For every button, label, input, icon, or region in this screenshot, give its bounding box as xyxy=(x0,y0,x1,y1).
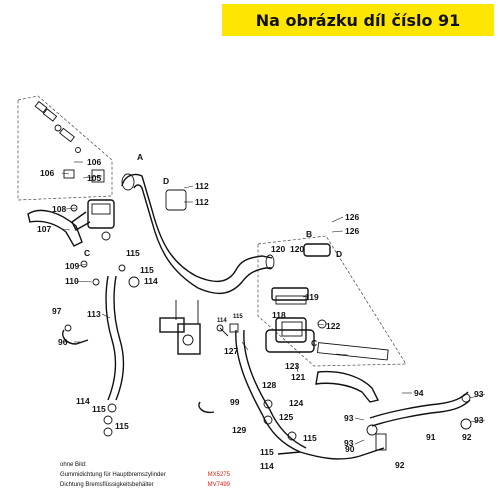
leader-lines xyxy=(61,161,486,445)
callout-letter-d: D xyxy=(336,249,342,259)
part-label-113: 113 xyxy=(87,309,101,319)
brake-lever-left xyxy=(27,209,83,247)
part-label-93: 93 xyxy=(474,389,484,399)
callout-letter-d: D xyxy=(163,176,169,186)
part-label-110: 110 xyxy=(65,276,79,286)
notes-section: ohne Bild: Gummidichtung für Hauptbremsz… xyxy=(60,460,230,490)
part-label-92: 92 xyxy=(462,432,472,442)
handlebar xyxy=(121,173,275,355)
note-row: Dichtung Bremsflüssigkeitsbehälter MV749… xyxy=(60,480,230,490)
part-label-123: 123 xyxy=(285,361,299,371)
part-label-126: 126 xyxy=(345,212,359,222)
part-label-106: 106 xyxy=(87,157,101,167)
callout-letter-b: B xyxy=(306,229,312,239)
part-label-115: 115 xyxy=(126,248,140,258)
part-label-99: 99 xyxy=(230,397,240,407)
note-text: Dichtung Bremsflüssigkeitsbehälter xyxy=(60,482,154,488)
part-label-115: 115 xyxy=(303,433,317,443)
bracket-labels: 114 115 xyxy=(217,314,243,324)
note-code: MX5275 xyxy=(207,472,230,478)
part-label-114: 114 xyxy=(76,396,90,406)
part-label-115: 115 xyxy=(92,404,106,414)
part-label-91: 91 xyxy=(426,432,436,442)
master-cylinder-left xyxy=(71,199,115,241)
clamp-parts xyxy=(62,323,239,414)
note-row: Gummidichtung für Hauptbremszylinder MX5… xyxy=(60,470,230,480)
highlighted-part-banner: Na obrázku díl číslo 91 xyxy=(222,4,494,36)
part-label-124: 124 xyxy=(289,398,303,408)
note-code: MV7499 xyxy=(207,482,230,488)
brake-hose-right xyxy=(235,329,385,460)
left-exploded-box xyxy=(17,95,115,286)
bracket-label-114: 114 xyxy=(217,318,227,324)
note-text: Gummidichtung für Hauptbremszylinder xyxy=(60,472,166,478)
reservoir-parts xyxy=(265,243,331,353)
part-label-94: 94 xyxy=(414,388,424,398)
brake-hose-91 xyxy=(366,391,472,451)
callout-letter-a: A xyxy=(137,152,143,162)
notes-heading: ohne Bild: xyxy=(60,462,87,468)
part-label-107: 107 xyxy=(37,224,51,234)
part-label-92: 92 xyxy=(395,460,405,470)
part-label-109: 109 xyxy=(65,261,79,271)
brake-hose-left xyxy=(103,264,140,437)
part-label-115: 115 xyxy=(115,421,129,431)
part-label-115: 115 xyxy=(260,447,274,457)
part-label-125: 125 xyxy=(279,412,293,422)
part-label-121: 121 xyxy=(291,372,305,382)
part-label-126: 126 xyxy=(345,226,359,236)
part-label-108: 108 xyxy=(52,204,66,214)
brake-lever-right xyxy=(315,370,380,403)
part-label-96: 96 xyxy=(58,337,68,347)
callout-letter-c: C xyxy=(84,248,90,258)
part-label-93: 93 xyxy=(344,438,354,448)
part-label-122: 122 xyxy=(326,321,340,331)
part-label-97: 97 xyxy=(52,306,62,316)
part-label-120: 120 xyxy=(290,244,304,254)
part-label-105: 105 xyxy=(87,173,101,183)
callout-letter-c: C xyxy=(311,338,317,348)
right-exploded-box xyxy=(257,235,407,403)
part-label-115: 115 xyxy=(140,265,154,275)
callout-letters: A B C C D D xyxy=(84,152,342,348)
part-labels: 106 106 105 108 107 109 110 113 97 96 11… xyxy=(37,157,484,471)
part-label-114: 114 xyxy=(260,461,274,471)
part-label-118: 118 xyxy=(272,310,286,320)
part-label-93: 93 xyxy=(344,413,354,423)
part-label-129: 129 xyxy=(232,425,246,435)
bracket-label-115: 115 xyxy=(233,314,243,320)
bleed-parts-left xyxy=(63,169,105,286)
piston-parts xyxy=(34,100,81,153)
part-label-90: 90 xyxy=(345,444,355,454)
part-label-93: 93 xyxy=(474,415,484,425)
part-label-128: 128 xyxy=(262,380,276,390)
part-label-112: 112 xyxy=(195,197,209,207)
part-label-127: 127 xyxy=(224,346,238,356)
part-label-119: 119 xyxy=(305,292,319,302)
part-label-120: 120 xyxy=(271,244,285,254)
part-label-106: 106 xyxy=(40,168,54,178)
part-label-114: 114 xyxy=(144,276,158,286)
part-label-112: 112 xyxy=(195,181,209,191)
